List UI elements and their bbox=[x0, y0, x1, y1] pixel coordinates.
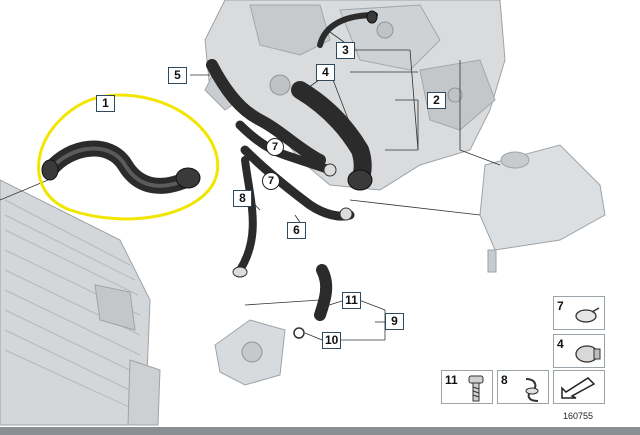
callout-1: 1 bbox=[96, 95, 115, 112]
callout-5: 5 bbox=[168, 67, 187, 84]
legend-number: 8 bbox=[501, 373, 508, 387]
callout-9: 9 bbox=[385, 313, 404, 330]
callout-4: 4 bbox=[316, 64, 335, 81]
hose-10 bbox=[314, 264, 333, 321]
water-pump-icon bbox=[214, 319, 286, 386]
hose-clamp-icon bbox=[525, 378, 539, 402]
hose-5 bbox=[206, 59, 326, 166]
legend-number: 7 bbox=[557, 299, 564, 313]
hose-clamp-icon bbox=[575, 345, 601, 363]
callout-6: 6 bbox=[287, 222, 306, 239]
circled-callout-7: 7 bbox=[262, 172, 280, 190]
hose-8 bbox=[236, 156, 257, 274]
legend-arrow bbox=[553, 370, 605, 404]
hose-clamp-icon bbox=[575, 307, 600, 323]
legend-number: 4 bbox=[557, 337, 564, 351]
legend-item-4: 4 bbox=[553, 334, 605, 368]
reference-number: 160755 bbox=[563, 411, 594, 421]
engine-block-icon bbox=[204, 0, 506, 191]
hose-7-upper bbox=[235, 120, 335, 175]
bottom-bar bbox=[0, 427, 640, 435]
radiator-icon bbox=[0, 179, 161, 426]
callout-3: 3 bbox=[336, 42, 355, 59]
callout-8: 8 bbox=[233, 190, 252, 207]
arrow-icon bbox=[561, 377, 596, 399]
bolt-icon bbox=[468, 375, 484, 402]
legend-item-8: 8 bbox=[497, 370, 549, 404]
callout-10: 10 bbox=[322, 332, 342, 349]
expansion-tank-icon bbox=[479, 144, 606, 273]
lead-lines bbox=[0, 31, 501, 341]
legend-item-7: 7 bbox=[553, 296, 605, 330]
legend-item-11: 11 bbox=[441, 370, 493, 404]
hose-clamps bbox=[41, 10, 378, 339]
legend-number: 11 bbox=[445, 373, 458, 387]
highlight-outline bbox=[37, 93, 220, 221]
hose-7-lower bbox=[240, 145, 355, 221]
callout-11: 11 bbox=[342, 292, 361, 309]
callout-2: 2 bbox=[427, 92, 446, 109]
circled-callout-7: 7 bbox=[266, 138, 284, 156]
